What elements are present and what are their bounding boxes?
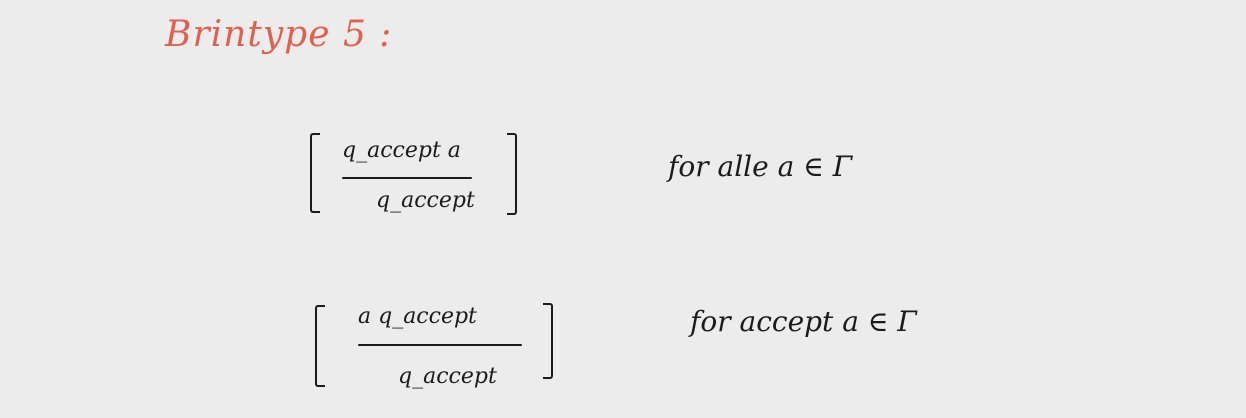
- rule-2-fraction-line: [358, 344, 522, 346]
- rule-2-condition: for accept a ∈ Γ: [690, 305, 917, 338]
- rule-2-left-bracket: [315, 305, 325, 387]
- rule-1-denominator: q_accept: [376, 188, 475, 213]
- heading-title: Brintype 5 :: [165, 14, 393, 55]
- rule-1-condition: for alle a ∈ Γ: [668, 150, 853, 183]
- rule-1-right-bracket: [507, 133, 517, 215]
- rule-2-denominator: q_accept: [398, 364, 497, 389]
- rule-2-right-bracket: [543, 303, 553, 379]
- rule-2-numerator: a q_accept: [358, 304, 477, 329]
- rule-1-fraction-line: [342, 177, 472, 179]
- rule-1-left-bracket: [310, 133, 320, 213]
- rule-1-numerator: q_accept a: [342, 138, 461, 163]
